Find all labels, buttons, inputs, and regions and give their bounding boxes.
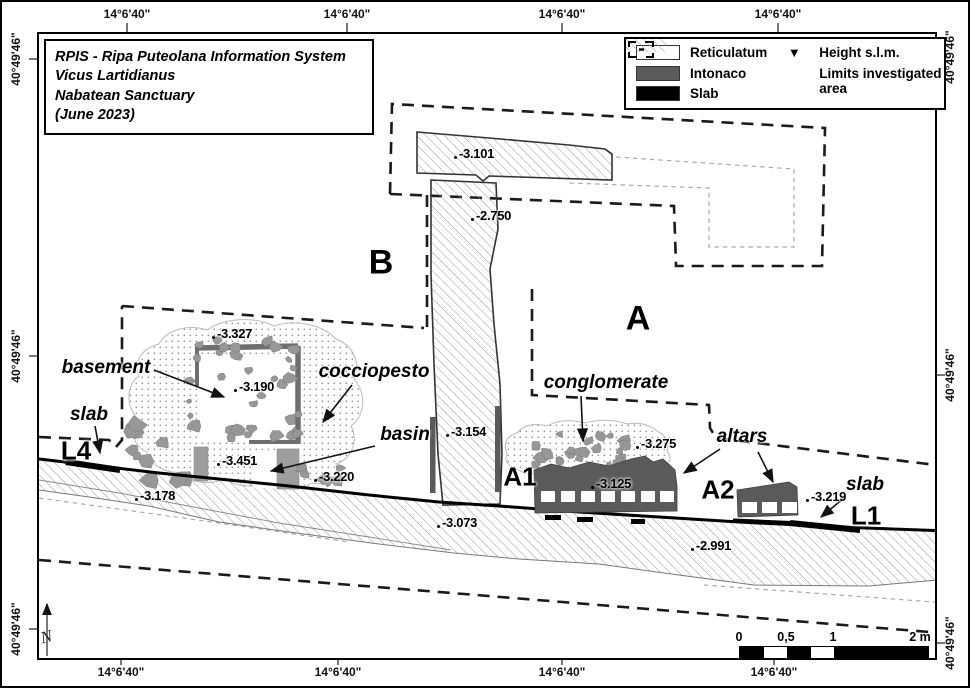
limits-investigated-area-lines (39, 102, 935, 634)
reticulatum-swatch-icon (626, 39, 680, 61)
coord-left-2: 40°49'46" (9, 329, 23, 383)
title-line: RPIS - Ripa Puteolana Information System (55, 49, 346, 65)
wall-t-stem (430, 179, 503, 506)
scale-number: 1 (829, 630, 837, 644)
shore-bottom-edge (39, 489, 935, 587)
arrow-basin (269, 445, 376, 474)
altar-a2-niches (742, 502, 797, 513)
arrow-cocciopesto (322, 384, 353, 424)
title-line: Vicus Lartidianus (55, 68, 176, 85)
basement-pillar-left (193, 446, 209, 482)
arrow-altars-a1 (682, 448, 721, 474)
legend-label: Intonaco (690, 65, 747, 81)
slab-l1 (789, 520, 861, 533)
legend-item-limits: Limits investigated area (628, 41, 951, 97)
slab-l4 (65, 459, 121, 473)
title-line: Nabatean Sanctuary (55, 87, 195, 104)
coord-bottom-4: 14°6'40" (750, 665, 798, 679)
quay-edge-line (39, 457, 935, 532)
wall-t-bar (416, 131, 613, 183)
tick-top-3 (561, 23, 563, 32)
scale-number: 0 (735, 630, 743, 644)
legend-item-intonaco: Intonaco (636, 66, 767, 82)
shore-inner-line (39, 479, 452, 551)
coord-top-1: 14°6'40" (103, 7, 151, 21)
tick-top-2 (346, 23, 348, 32)
altar-a2 (732, 481, 804, 525)
slab-swatch-icon (636, 86, 680, 102)
altar-a1-base (545, 515, 645, 524)
arrow-altars-a2 (757, 451, 774, 484)
title-box: RPIS - Ripa Puteolana Information System… (44, 39, 374, 135)
tick-bottom-2 (337, 658, 339, 665)
coord-top-3: 14°6'40" (538, 7, 586, 21)
scale-bar: 0 0,5 1 2 m (732, 630, 947, 662)
intonaco-strip-left (430, 417, 436, 493)
legend-label: Reticulatum (690, 45, 768, 60)
legend-label: Slab (690, 86, 719, 102)
legend-label: Limits investigated area (819, 65, 942, 97)
coord-bottom-1: 14°6'40" (97, 665, 145, 679)
tick-bottom-1 (120, 658, 122, 665)
tick-top-1 (126, 23, 128, 32)
scale-number: 2 m (909, 630, 931, 644)
map-frame: N -3.101-2.750-3.327-3.190-3.451-3.220-3… (37, 32, 946, 660)
legend-materials: Reticulatum Intonaco Slab (626, 39, 768, 102)
scale-number: 0,5 (777, 630, 795, 644)
intonaco-swatch-icon (636, 65, 680, 81)
coord-top-2: 14°6'40" (323, 7, 371, 21)
coord-bottom-3: 14°6'40" (538, 665, 586, 679)
legend: Reticulatum Intonaco Slab ▼ Height s.l.m… (624, 37, 946, 110)
tick-right-3 (937, 642, 945, 644)
legend-item-slab: Slab (636, 86, 767, 102)
north-arrow: N (39, 602, 56, 656)
secondary-dashed-lines (39, 156, 935, 603)
map-drawing: N (39, 102, 935, 656)
height-triangle-icon: ▼ (787, 45, 801, 61)
coord-bottom-2: 14°6'40" (314, 665, 362, 679)
legend-item-reticulatum: Reticulatum (626, 39, 768, 61)
title-line: (June 2023) (55, 107, 135, 124)
tick-left-1 (29, 58, 37, 60)
annotation-arrows (92, 369, 845, 518)
legend-symbols: ▼ Height s.l.m. Limits investigated area (628, 41, 951, 102)
legend-label: Height s.l.m. (819, 45, 900, 60)
arrow-slab-left (92, 425, 104, 455)
tick-left-3 (29, 628, 37, 630)
intonaco-strip-right (495, 406, 501, 492)
coord-left-3: 40°49'46" (9, 602, 23, 656)
scale-bar-graphic (739, 646, 929, 659)
legend-item-height: ▼ Height s.l.m. (779, 45, 951, 61)
tick-bottom-3 (561, 658, 563, 665)
wall-structure (416, 131, 613, 506)
arrow-conglomerate (576, 395, 589, 443)
arrow-slab-right (819, 497, 845, 518)
tick-left-2 (29, 355, 37, 357)
tick-right-2 (937, 374, 945, 376)
coord-top-4: 14°6'40" (754, 7, 802, 21)
north-letter: N (39, 626, 56, 648)
arrow-basement (153, 369, 226, 398)
altar-a1-niches (541, 491, 674, 502)
tick-bottom-4 (773, 658, 775, 665)
rubble-stones-basement (123, 335, 347, 489)
coord-right-2: 40°49'46" (943, 348, 957, 402)
shore-platform (39, 459, 935, 586)
tick-top-4 (777, 23, 779, 32)
altar-a1 (533, 455, 678, 524)
coord-left-1: 40°49'46" (9, 32, 23, 86)
